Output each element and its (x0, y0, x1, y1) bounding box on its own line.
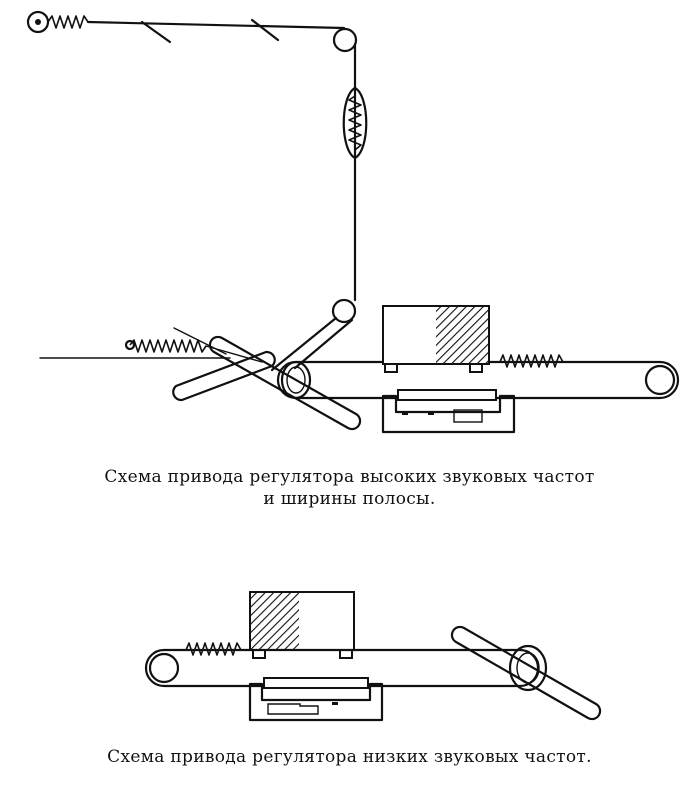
scale-plate (381, 394, 516, 434)
diagonal-cord-2 (293, 318, 354, 370)
regulator-block-bottom-hatched-part (251, 593, 299, 649)
scale-slider (397, 389, 497, 401)
diagonal-cord-1 (270, 316, 338, 372)
scale-mark-1 (402, 412, 408, 415)
spring-hook (124, 339, 136, 351)
bottom-drive-diagram (144, 591, 602, 722)
top-drive-diagram (26, 10, 680, 434)
bottom-scale-plate (248, 682, 384, 722)
top-caption-line-2: и ширины полосы. (263, 489, 436, 509)
bottom-right-drum (508, 644, 548, 692)
top-tension-spring (47, 15, 89, 29)
right-drum-pulley (644, 364, 676, 396)
left-drum-pulley-inner (286, 366, 306, 394)
lower-corner-pulley (331, 298, 357, 324)
top-cord (86, 20, 346, 30)
block-bottom-foot-right (339, 649, 353, 659)
anchor-pulley-hub (35, 19, 41, 25)
scale-window (453, 409, 483, 423)
vertical-tension-spring (348, 95, 362, 151)
bottom-control-shaft (450, 625, 602, 721)
bottom-scale-slider (263, 677, 369, 689)
bottom-belt-spring (178, 642, 252, 656)
spring-loop-right (353, 86, 368, 160)
upper-corner-pulley (332, 27, 358, 53)
bottom-left-pulley (148, 652, 180, 684)
block-bottom-foot-left (252, 649, 266, 659)
left-tension-spring (129, 339, 207, 353)
bottom-belt (144, 648, 540, 688)
bottom-scale-window (267, 703, 319, 715)
bottom-diagram-caption: Схема привода регулятора низких звуковых… (107, 747, 592, 767)
scale-mark-2 (428, 412, 434, 415)
spring-loop-left (342, 86, 357, 160)
pointer-line (173, 327, 227, 355)
cord-guide-1 (140, 20, 172, 44)
cord-guide-2 (250, 18, 280, 42)
block-foot-left (384, 363, 398, 373)
shaft-rod-diagonal (208, 335, 362, 431)
regulator-block-hatched-part (436, 307, 488, 363)
top-caption-line-1: Схема привода регулятора высоких звуковы… (104, 467, 595, 487)
top-diagram-caption: Схема привода регулятора высоких звуковы… (0, 466, 699, 510)
belt-tension-spring (488, 354, 572, 368)
bottom-scale-mark (332, 702, 338, 705)
block-foot-right (469, 363, 483, 373)
